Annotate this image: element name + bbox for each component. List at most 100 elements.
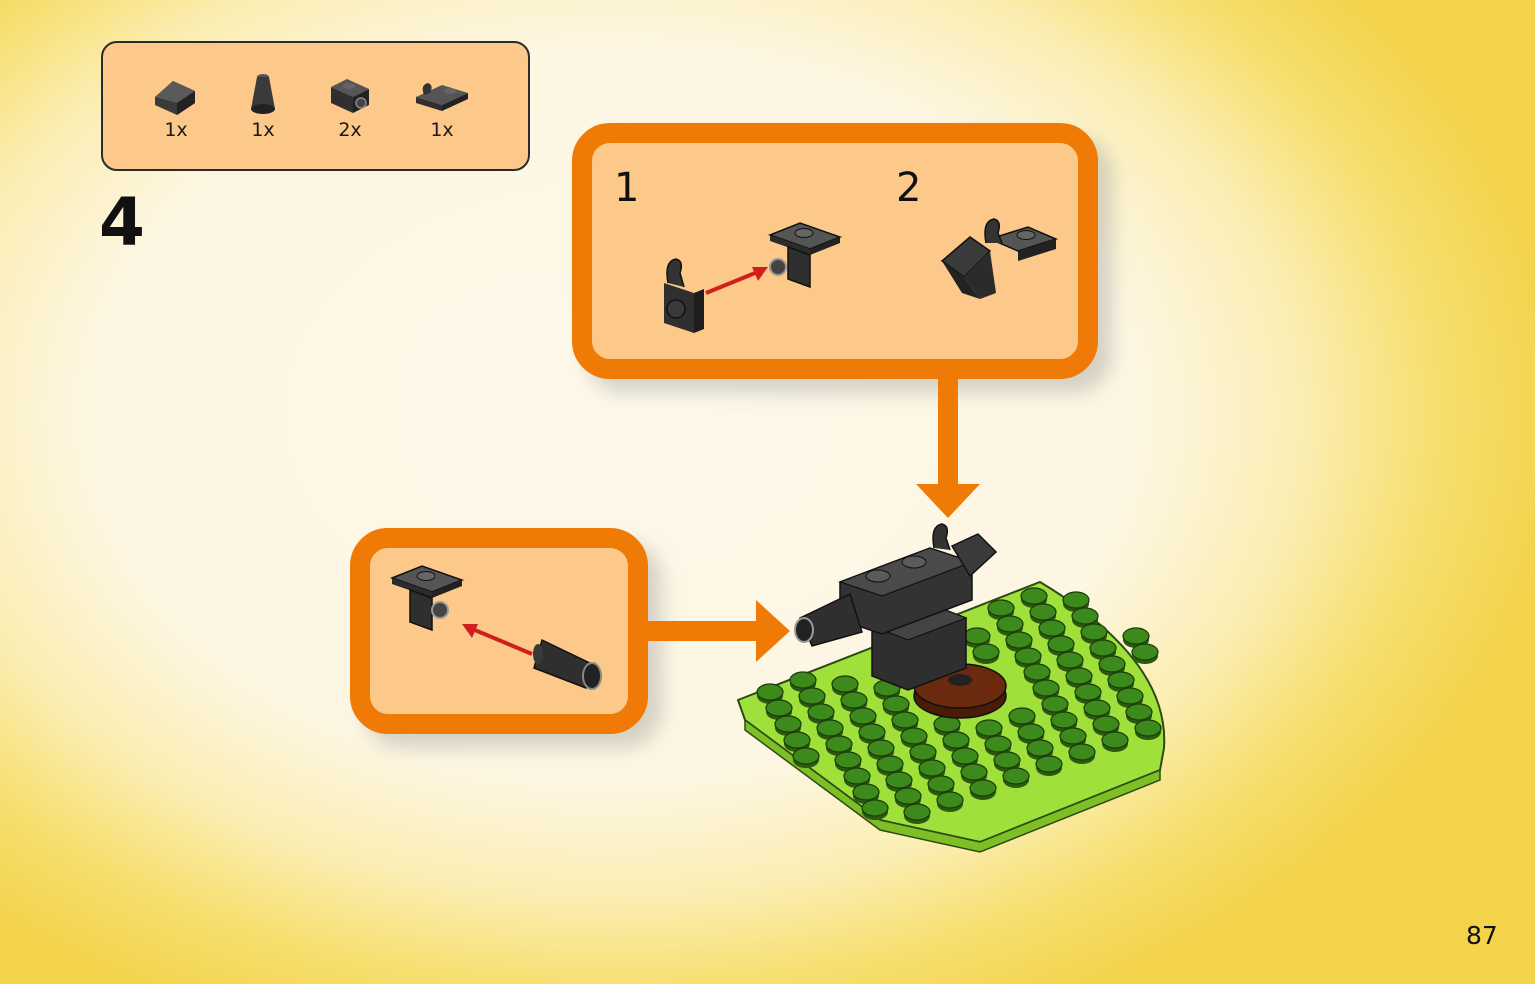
stud-top (1014, 647, 1042, 665)
stud-top (1038, 619, 1066, 637)
stud-top (1131, 643, 1159, 661)
bracket-plate-icon (389, 565, 465, 632)
stud-top (1098, 655, 1126, 673)
stud-top (894, 787, 922, 805)
stud-top (1134, 719, 1162, 737)
connector-arrow-down-icon (916, 378, 980, 518)
stud-top (1050, 711, 1078, 729)
stud-top (1068, 743, 1096, 761)
clip-plate-icon (664, 258, 704, 333)
stud-top (918, 759, 946, 777)
part-count: 2x (338, 119, 362, 141)
stud-top (852, 783, 880, 801)
slope-brick-icon (155, 81, 195, 115)
stud-top (1116, 687, 1144, 705)
stud-top (834, 751, 862, 769)
stud-top (996, 615, 1024, 633)
stud-top (942, 731, 970, 749)
stud-top (1029, 603, 1057, 621)
stud-top (825, 735, 853, 753)
substep-1-number: 1 (614, 165, 640, 211)
stud-top (975, 719, 1003, 737)
stud-top (1041, 695, 1069, 713)
stud-top (816, 719, 844, 737)
stud-top (1065, 667, 1093, 685)
stud-top (840, 691, 868, 709)
stud-top (876, 755, 904, 773)
stud-top (963, 627, 991, 645)
stud-top (1107, 671, 1135, 689)
stud-top (1059, 727, 1087, 745)
stud-top (1017, 723, 1045, 741)
stud-top (1005, 631, 1033, 649)
stud-top (1092, 715, 1120, 733)
baseplate-studs (756, 587, 1162, 824)
stud-top (774, 715, 802, 733)
stud-top (936, 791, 964, 809)
stud-top (807, 703, 835, 721)
stud-top (843, 767, 871, 785)
stud-top (1008, 707, 1036, 725)
part-clip: 1x (407, 69, 477, 141)
part-bracket: 2x (315, 69, 385, 141)
stud-top (909, 743, 937, 761)
stud-top (951, 747, 979, 765)
stud-top (984, 735, 1012, 753)
stud-top (1125, 703, 1153, 721)
bracket-plate-icon (331, 79, 369, 113)
cone-icon (251, 74, 275, 114)
stud-top (903, 803, 931, 821)
sub-assembly-callout: 1 2 (572, 123, 1098, 379)
stud-top (1074, 683, 1102, 701)
stud-top (1089, 639, 1117, 657)
stud-top (1071, 607, 1099, 625)
stud-top (831, 675, 859, 693)
assembly-arrow-icon (462, 624, 533, 656)
stud-top (891, 711, 919, 729)
stud-top (927, 775, 955, 793)
stud-top (882, 695, 910, 713)
stud-top (756, 683, 784, 701)
stud-top (993, 751, 1021, 769)
stud-top (783, 731, 811, 749)
part-cone: 1x (228, 69, 298, 141)
stud-top (987, 599, 1015, 617)
parts-list: 1x 1x 2x 1x (101, 41, 530, 171)
part-count: 1x (251, 119, 275, 141)
bracket-plate-icon (767, 222, 843, 289)
stud-top (1032, 679, 1060, 697)
stud-top (792, 747, 820, 765)
stud-top (1023, 663, 1051, 681)
stud-top (969, 779, 997, 797)
cone-sub-assembly-callout (350, 528, 648, 734)
cannon-assembly-icon (794, 523, 998, 691)
cone-icon (533, 638, 602, 690)
substep-2-number: 2 (896, 165, 922, 211)
stud-top (900, 727, 928, 745)
part-count: 1x (430, 119, 454, 141)
stud-top (1056, 651, 1084, 669)
stud-top (765, 699, 793, 717)
stud-top (858, 723, 886, 741)
stud-top (1035, 755, 1063, 773)
stud-top (861, 799, 889, 817)
stud-top (798, 687, 826, 705)
stud-top (789, 671, 817, 689)
stud-top (1080, 623, 1108, 641)
stud-top (1062, 591, 1090, 609)
stud-top (1002, 767, 1030, 785)
connector-arrow-right-icon (646, 600, 790, 662)
part-slope: 1x (141, 69, 211, 141)
stud-top (1026, 739, 1054, 757)
substep-illustrations (664, 218, 1059, 333)
stud-top (1047, 635, 1075, 653)
combined-sub-assembly-icon (940, 218, 1059, 299)
assembly-arrow-icon (705, 267, 768, 295)
stud-top (1083, 699, 1111, 717)
stud-top (849, 707, 877, 725)
stud-top (1122, 627, 1150, 645)
stud-top (867, 739, 895, 757)
clip-plate-icon (416, 83, 468, 111)
stud-top (1020, 587, 1048, 605)
